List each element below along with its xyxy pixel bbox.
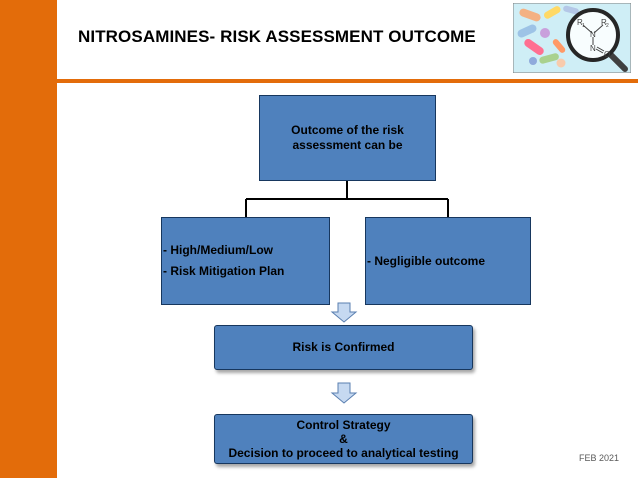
control-line-3: Decision to proceed to analytical testin… [228, 446, 459, 460]
down-arrow-1-icon [330, 302, 358, 323]
atom-r1: R [577, 18, 583, 27]
outcome-box: Outcome of the risk assessment can be [259, 95, 436, 181]
down-arrow-2-icon [330, 382, 358, 404]
nitrosamine-structure-icon: R 1 R 2 N N O [577, 18, 610, 59]
atom-r2: R [601, 18, 607, 27]
slide-title: NITROSAMINES- RISK ASSESSMENT OUTCOME [78, 27, 476, 46]
atom-r2-sub: 2 [606, 23, 609, 29]
branch-connector [245, 181, 449, 217]
left-line-1: - High/Medium/Low [163, 243, 273, 257]
left-line-2: - Risk Mitigation Plan [163, 264, 285, 278]
control-strategy-box: Control Strategy & Decision to proceed t… [214, 414, 473, 464]
control-line-1: Control Strategy [296, 418, 391, 432]
footer-date: FEB 2021 [579, 453, 620, 463]
atom-r1-sub: 1 [582, 23, 585, 29]
negligible-outcome-box: - Negligible outcome [365, 217, 531, 305]
atom-n2: N [590, 44, 596, 53]
confirmed-line-1: Risk is Confirmed [292, 340, 395, 354]
left-accent-bar [0, 0, 57, 478]
control-line-2: & [339, 432, 348, 446]
risk-confirmed-box: Risk is Confirmed [214, 325, 473, 370]
pill-cluster-icon [517, 5, 579, 68]
magnifier-icon [566, 8, 628, 72]
high-medium-low-box: - High/Medium/Low - Risk Mitigation Plan [161, 217, 330, 305]
title-underline [57, 79, 638, 83]
outcome-line-2: assessment can be [292, 138, 403, 152]
atom-o: O [604, 50, 610, 59]
right-line-1: - Negligible outcome [367, 253, 486, 268]
atom-n1: N [590, 30, 596, 39]
nitrosamine-pills-magnifier-icon: R 1 R 2 N N O [513, 3, 631, 73]
outcome-line-1: Outcome of the risk [291, 123, 404, 137]
